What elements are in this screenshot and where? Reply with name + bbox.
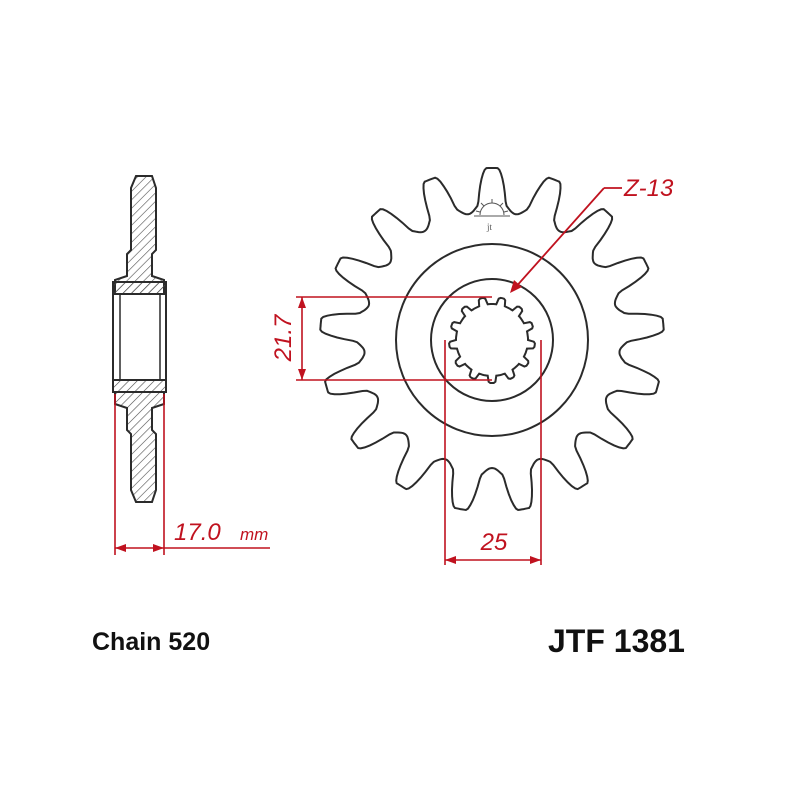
side-profile-upper-tooth <box>114 175 165 295</box>
side-profile-view <box>112 175 167 503</box>
part-number-label: JTF 1381 <box>548 623 685 659</box>
spline-width-dimension: 25 <box>444 340 542 565</box>
manufacturer-logo: jt <box>474 199 510 232</box>
teeth-leader-arrow <box>510 280 522 293</box>
side-profile-hub-top-band <box>112 281 167 295</box>
spline-width-arrow-right <box>530 556 541 564</box>
sprocket-front-view <box>319 167 665 512</box>
thickness-arrow-left <box>115 544 126 552</box>
bore-height-arrow-bottom <box>298 369 306 380</box>
spline-width-arrow-left <box>445 556 456 564</box>
bore-height-arrow-top <box>298 297 306 308</box>
side-profile-lower-tooth <box>114 391 165 503</box>
sprocket-hub-inner-circle <box>430 278 554 402</box>
side-profile-hub <box>112 293 167 381</box>
teeth-leader-line <box>513 187 605 290</box>
bore-height-value: 21.7 <box>270 313 297 362</box>
bore-height-dimension: 21.7 <box>270 296 492 381</box>
thickness-value: 17.0 <box>174 519 221 546</box>
sprocket-spline-bore <box>448 296 536 384</box>
sprocket-hub-outer-circle <box>395 243 589 437</box>
side-profile-hub-bottom-band <box>112 379 167 393</box>
thickness-unit: mm <box>240 525 268 544</box>
thickness-arrow-right <box>153 544 164 552</box>
chain-size-label: Chain 520 <box>92 628 210 656</box>
thickness-dimension: 17.0 mm <box>114 394 270 555</box>
teeth-count-label: Z-13 <box>623 175 674 202</box>
logo-text: jt <box>486 222 493 232</box>
teeth-count-callout: Z-13 <box>510 175 674 293</box>
spline-width-value: 25 <box>480 529 508 556</box>
